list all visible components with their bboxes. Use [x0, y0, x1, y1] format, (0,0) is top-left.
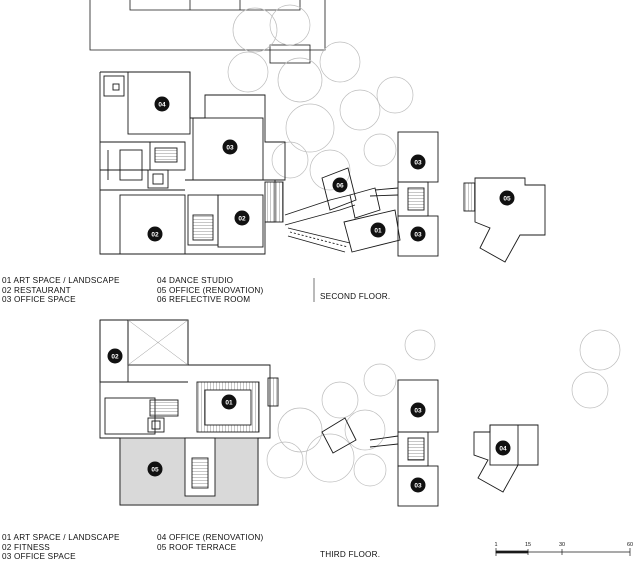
svg-text:02: 02	[151, 232, 159, 239]
legend-item: 03 OFFICE SPACE	[2, 552, 76, 562]
room-label-02-fitness: 02	[107, 348, 123, 364]
legend-item: 01 ART SPACE / LANDSCAPE	[2, 276, 120, 285]
room-label-03-office-tower: 03	[410, 154, 426, 170]
second-floor-title: SECOND FLOOR.	[320, 292, 391, 301]
scale-tick: 1	[494, 542, 497, 548]
room-label-04-dance: 04	[154, 96, 170, 112]
svg-text:01: 01	[374, 228, 382, 235]
third-floor-legend-col2: 04 OFFICE (RENOVATION) 05 ROOF TERRACE	[157, 533, 263, 552]
svg-text:03: 03	[414, 483, 422, 490]
svg-text:05: 05	[503, 196, 511, 203]
room-label-05-terrace: 05	[147, 461, 163, 477]
svg-text:05: 05	[151, 467, 159, 474]
tree-canopies-third-floor	[266, 329, 621, 487]
svg-text:06: 06	[336, 183, 344, 190]
room-label-03-office-lower: 03	[410, 226, 426, 242]
room-label-04-renovation: 04	[495, 440, 511, 456]
room-label-05-renovation: 05	[499, 190, 515, 206]
legend-item: 04 OFFICE (RENOVATION)	[157, 533, 264, 542]
scale-tick: 15	[525, 542, 531, 548]
svg-text:01: 01	[225, 400, 233, 407]
legend-item: 01 ART SPACE / LANDSCAPE	[2, 533, 120, 542]
svg-text:04: 04	[158, 102, 166, 109]
legend-item: 06 REFLECTIVE ROOM	[157, 295, 251, 305]
second-floor-plan	[99, 71, 546, 263]
svg-text:03: 03	[414, 232, 422, 239]
room-label-01-art: 01	[370, 222, 386, 238]
tree-canopies-second-floor	[227, 4, 414, 191]
legend-item: 05 ROOF TERRACE	[157, 542, 237, 552]
room-label-03-office-upper: 03	[410, 402, 426, 418]
svg-text:02: 02	[111, 354, 119, 361]
room-label-01-art: 01	[221, 394, 237, 410]
svg-text:03: 03	[414, 408, 422, 415]
second-floor-legend-col1: 01 ART SPACE / LANDSCAPE 02 RESTAURANT 0…	[2, 276, 120, 305]
legend-item: 02 RESTAURANT	[2, 285, 71, 295]
svg-text:03: 03	[414, 160, 422, 167]
room-label-02-restaurant-right: 02	[234, 210, 250, 226]
legend-item: 03 OFFICE SPACE	[2, 295, 76, 305]
scale-tick: 30	[559, 542, 565, 548]
svg-text:03: 03	[226, 145, 234, 152]
third-floor-title: THIRD FLOOR.	[320, 550, 381, 559]
legend-item: 02 FITNESS	[2, 542, 50, 552]
room-label-02-restaurant-left: 02	[147, 226, 163, 242]
room-label-06-reflective: 06	[332, 177, 348, 193]
second-floor-legend-col2: 04 DANCE STUDIO 05 OFFICE (RENOVATION) 0…	[157, 276, 263, 305]
scale-bar-ticks: 1 15 30 60	[494, 542, 633, 548]
second-floor-room-labels: 04 03 06 03 05 02 02 01 03	[147, 96, 515, 242]
scale-bar	[495, 548, 631, 556]
scale-tick: 60	[627, 542, 633, 548]
svg-text:04: 04	[499, 446, 507, 453]
third-floor-room-labels: 02 01 03 05 04 03	[107, 348, 511, 493]
third-floor-plan	[99, 319, 539, 507]
third-floor-legend-col1: 01 ART SPACE / LANDSCAPE 02 FITNESS 03 O…	[2, 533, 120, 562]
legend-item: 05 OFFICE (RENOVATION)	[157, 285, 264, 295]
room-label-03-office-lower: 03	[410, 477, 426, 493]
room-label-03-office: 03	[222, 139, 238, 155]
svg-text:02: 02	[238, 216, 246, 223]
legend-item: 04 DANCE STUDIO	[157, 276, 234, 285]
partial-building-outline-top	[89, 0, 326, 64]
